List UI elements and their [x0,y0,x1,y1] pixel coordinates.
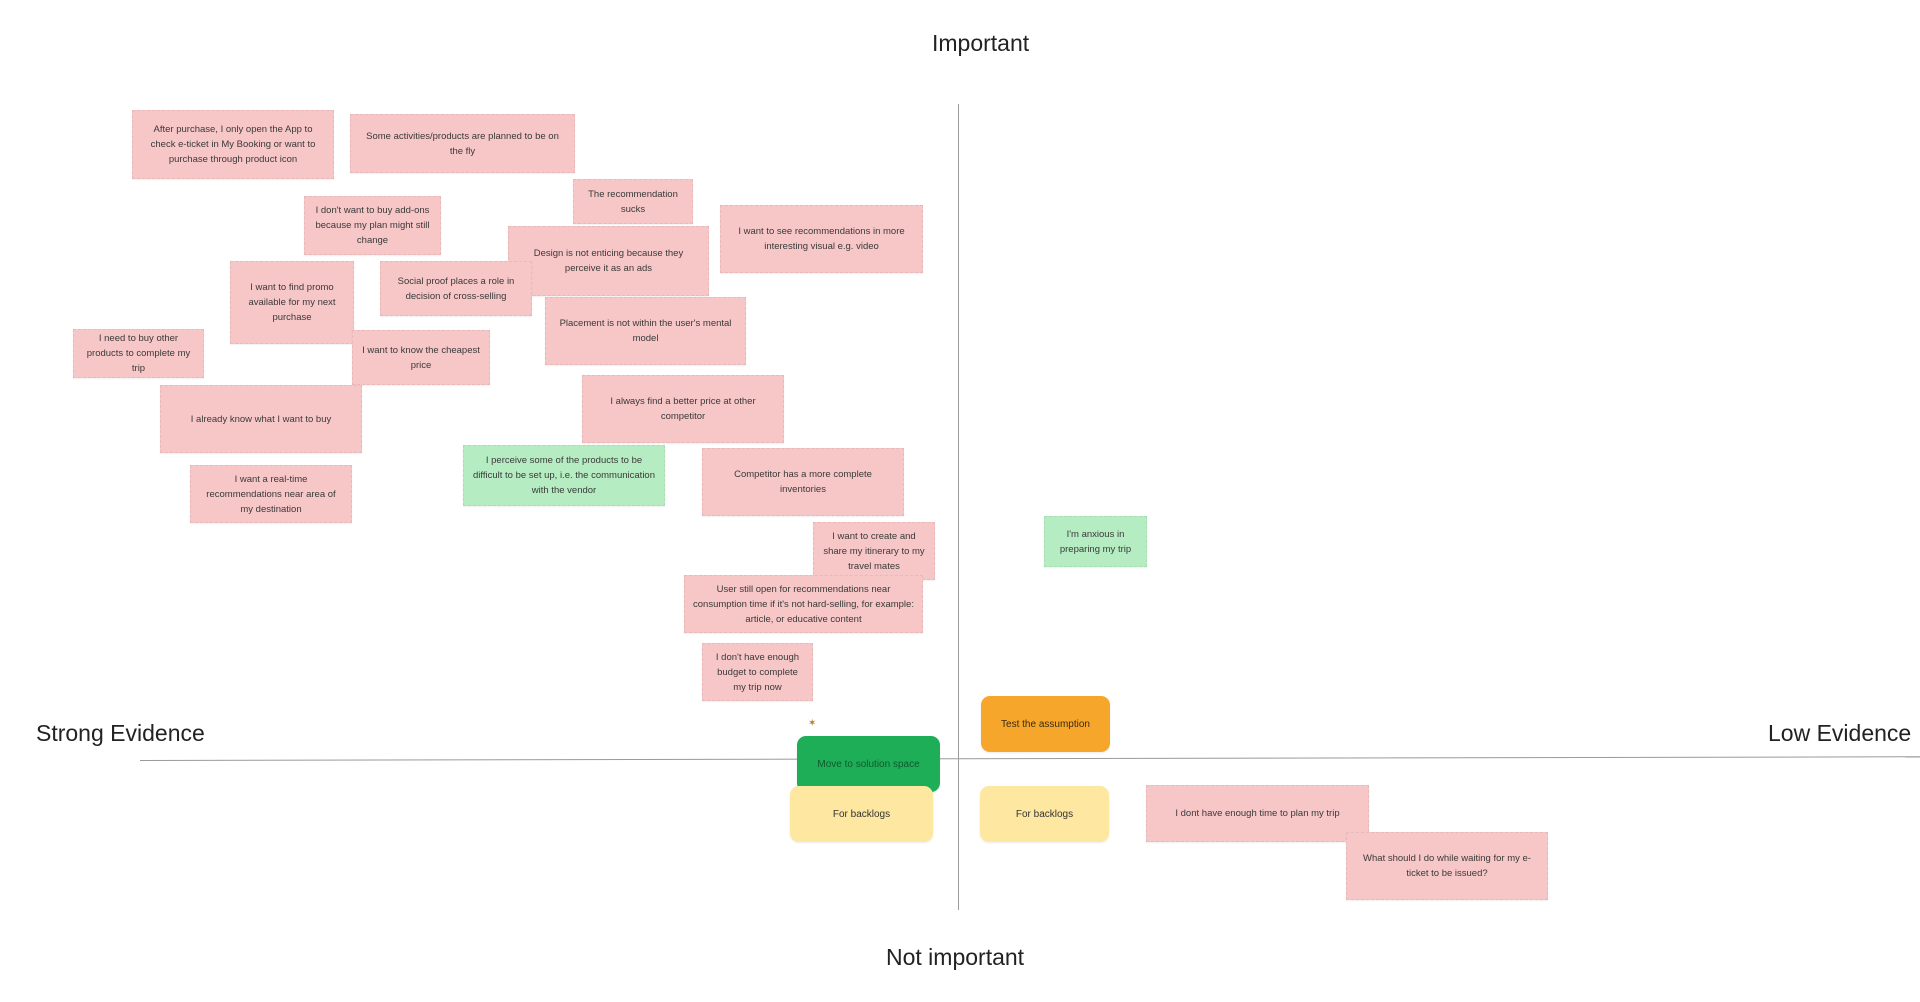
sticky-note[interactable]: I need to buy other products to complete… [73,329,204,378]
sticky-note[interactable]: I want a real-time recommendations near … [190,465,352,523]
axis-label-low-evidence: Low Evidence [1768,720,1912,746]
sticky-note[interactable]: Placement is not within the user's menta… [545,297,746,365]
test-assumption-tag[interactable]: Test the assumption [981,696,1110,752]
sticky-note[interactable]: Some activities/products are planned to … [350,114,575,173]
sticky-note[interactable]: I want to see recommendations in more in… [720,205,923,273]
axis-label-strong-evidence: Strong Evidence [36,720,205,746]
sticky-note[interactable]: I'm anxious in preparing my trip [1044,516,1147,567]
sticky-note[interactable]: I want to know the cheapest price [352,330,490,385]
sticky-note[interactable]: I want to create and share my itinerary … [813,522,935,580]
sticky-note[interactable]: The recommendation sucks [573,179,693,224]
sticky-note[interactable]: After purchase, I only open the App to c… [132,110,334,179]
sticky-note[interactable]: I always find a better price at other co… [582,375,784,443]
sticky-note[interactable]: I don't have enough budget to complete m… [702,643,813,701]
backlog-tag-right[interactable]: For backlogs [980,786,1109,842]
horizontal-axis [139,756,1920,761]
sticky-note[interactable]: I want to find promo available for my ne… [230,261,354,344]
sticky-note[interactable]: Competitor has a more complete inventori… [702,448,904,516]
sticky-note[interactable]: Design is not enticing because they perc… [508,226,709,296]
axis-label-not-important: Not important [886,944,1025,970]
sticky-note[interactable]: I already know what I want to buy [160,385,362,453]
vertical-axis [958,104,959,910]
sticky-note[interactable]: User still open for recommendations near… [684,575,923,633]
sticky-note[interactable]: I perceive some of the products to be di… [463,445,665,506]
move-to-solution-tag[interactable]: Move to solution space [797,736,940,792]
sparkle-icon: ✶ [808,718,817,729]
sticky-note[interactable]: Social proof places a role in decision o… [380,261,532,316]
backlog-tag-left[interactable]: For backlogs [790,786,933,842]
sticky-note[interactable]: I dont have enough time to plan my trip [1146,785,1369,842]
axis-label-important: Important [932,30,1030,56]
sticky-note[interactable]: I don't want to buy add-ons because my p… [304,196,441,255]
sticky-note[interactable]: What should I do while waiting for my e-… [1346,832,1548,900]
